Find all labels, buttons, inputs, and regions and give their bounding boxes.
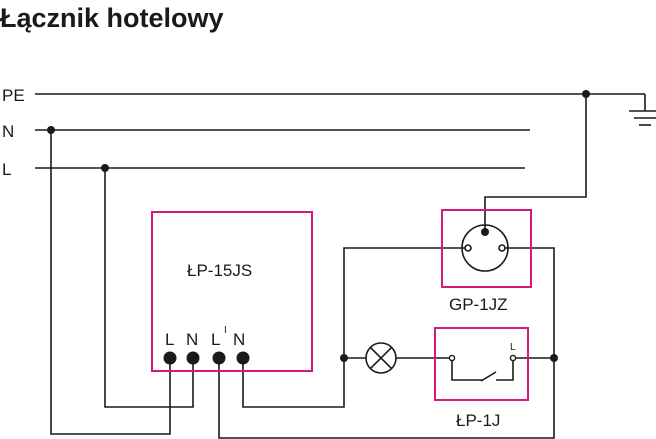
switch-terminal-in [448,354,456,362]
socket-l-wire [502,247,555,358]
relay-box [151,211,313,372]
socket-pin-hole [498,244,506,252]
relay-terminal-l-label: L [165,330,174,349]
socket-pin-hole [464,244,472,252]
relay-terminal-l-prime-label: L [211,330,220,349]
junction-dot [481,228,489,236]
junction-dot [582,90,590,98]
junction-dot [101,164,109,172]
ground-icon [629,94,656,126]
pe-to-socket-wire [484,94,587,232]
relay-terminal-n2 [236,351,250,365]
n-feed-wire [50,130,171,435]
relay-terminal-l-prime [212,351,226,365]
junction-dot [47,126,55,134]
switch-out-wire [496,357,554,381]
relay-prime-mark: I [224,325,227,336]
relay-terminal-n2-label: N [233,330,245,349]
socket-box [441,209,532,288]
l-line-label: L [2,160,11,179]
junction-dot [340,354,348,362]
socket-outlet-icon [461,224,509,272]
switch-terminal-label: L [510,342,516,353]
switch-name: ŁP-1J [456,411,500,430]
relay-terminal-n [186,351,200,365]
relay-terminal-n-label: N [186,330,198,349]
n-line-label: N [2,122,14,141]
switch-contact [480,371,497,382]
junction-dot [550,354,558,362]
relay-terminal-l [163,351,177,365]
switch-terminal-out [509,354,517,362]
switch-box [434,327,529,401]
relay-name: ŁP-15JS [187,261,252,280]
diagram-title: Łącznik hotelowy [0,3,224,33]
socket-name: GP-1JZ [449,295,508,314]
lamp-icon [365,342,397,374]
pe-line-label: PE [2,86,25,105]
relay-l-prime-wire [218,358,555,439]
lamp-to-switch-wire [396,357,482,381]
relay-n-wire [242,247,468,408]
l-feed-wire [104,168,194,408]
